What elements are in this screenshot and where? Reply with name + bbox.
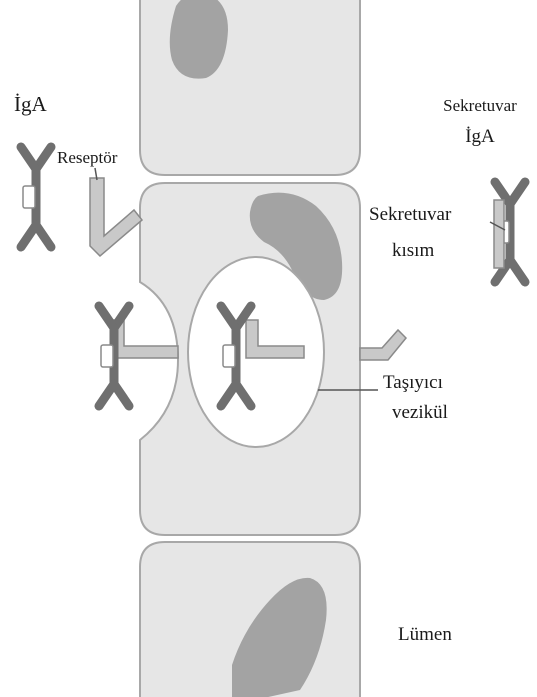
label-iga: İgA [14, 92, 47, 116]
label-secretory-iga-line2: İgA [430, 126, 530, 148]
label-secretory-part-line1: Sekretuvar [369, 204, 451, 226]
secretory-iga-antibody [494, 182, 525, 282]
cleaved-receptor-stub [360, 330, 406, 360]
receptor-bound-iga-membrane [99, 306, 178, 406]
free-iga-antibody [21, 147, 51, 247]
label-secretory-iga-line1: Sekretuvar [430, 96, 530, 116]
label-transport-vesicle-line2: vezikül [392, 402, 448, 424]
label-receptor: Reseptör [57, 148, 117, 168]
label-secretory-part-line2: kısım [392, 240, 434, 262]
label-transport-vesicle-line1: Taşıyıcı [383, 372, 443, 394]
label-lumen: Lümen [398, 624, 452, 646]
free-receptor [90, 178, 142, 256]
